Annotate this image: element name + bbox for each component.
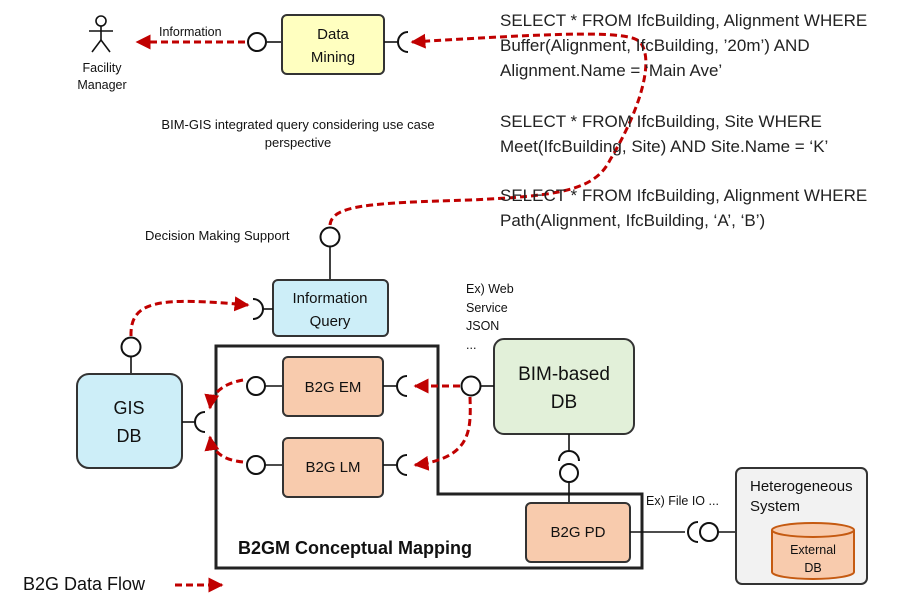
bim-db-box [493, 338, 635, 435]
provided-interface-icon [699, 522, 719, 542]
required-interface-icon [252, 298, 264, 320]
provided-interface-icon [559, 463, 579, 483]
flow-arrow-gis-to-query [129, 296, 250, 337]
flow-arrow-lm-to-gis [204, 435, 244, 464]
b2g-em-label: B2G EM [305, 379, 362, 396]
provided-interface-icon [319, 226, 341, 248]
required-interface-icon [397, 31, 409, 53]
provided-interface-icon [246, 455, 266, 475]
integrated-query-caption-1: BIM-GIS integrated query considering use… [161, 117, 434, 132]
flow-arrow-bim-to-lm [413, 396, 472, 471]
b2g-pd-label: B2G PD [550, 524, 605, 541]
information-query-label-2: Query [310, 313, 351, 330]
heterogeneous-label-1: Heterogeneous [750, 478, 853, 495]
sql-line-6: SELECT * FROM IfcBuilding, Alignment WHE… [500, 186, 867, 205]
data-mining-box [281, 14, 385, 75]
provided-interface-icon [246, 376, 266, 396]
provided-interface-icon [460, 375, 482, 397]
sql-line-7: Path(Alignment, IfcBuilding, ‘A’, ‘B’) [500, 211, 765, 230]
sql-line-1: SELECT * FROM IfcBuilding, Alignment WHE… [500, 11, 867, 30]
actor-label-line2: Manager [77, 78, 126, 92]
required-interface-icon [558, 450, 580, 462]
required-interface-icon [396, 375, 408, 397]
decision-support-label: Decision Making Support [145, 228, 290, 243]
person-icon [89, 15, 113, 53]
sql-line-4: SELECT * FROM IfcBuilding, Site WHERE [500, 112, 822, 131]
gis-db-box [76, 373, 183, 469]
information-label: Information [159, 25, 222, 39]
b2g-lm-box [282, 437, 384, 498]
web-service-label-4: ... [466, 338, 476, 352]
sql-line-3: Alignment.Name = ‘Main Ave’ [500, 61, 722, 80]
legend-label: B2G Data Flow [23, 574, 146, 594]
data-mining-label-2: Mining [311, 49, 355, 66]
required-interface-icon [194, 411, 206, 433]
external-db-label-1: External [790, 543, 836, 557]
web-service-label-3: JSON [466, 319, 499, 333]
sql-line-5: Meet(IfcBuilding, Site) AND Site.Name = … [500, 137, 828, 156]
flow-arrow-em-to-gis [204, 378, 244, 410]
bim-db-label-2: DB [551, 392, 577, 413]
b2g-lm-label: B2G LM [305, 459, 360, 476]
file-io-label: Ex) File IO ... [646, 494, 719, 508]
web-service-label-1: Ex) Web [466, 282, 514, 296]
cylinder-icon [771, 522, 855, 580]
required-interface-icon [687, 521, 699, 543]
flow-arrow-query-to-mining [328, 32, 648, 226]
gis-db-label-1: GIS [113, 398, 144, 418]
gis-db-label-2: DB [116, 426, 141, 446]
data-mining-label-1: Data [317, 26, 349, 43]
provided-interface-icon [247, 32, 267, 52]
sql-line-2: Buffer(Alignment, IfcBuilding, ’20m’) AN… [500, 36, 810, 55]
b2gm-frame [214, 344, 644, 570]
information-query-box [272, 279, 389, 337]
provided-interface-icon [120, 336, 142, 358]
actor-label-line1: Facility [83, 61, 123, 75]
web-service-label-2: Service [466, 301, 508, 315]
integrated-query-caption-2: perspective [265, 135, 331, 150]
b2gm-title: B2GM Conceptual Mapping [238, 538, 472, 558]
required-interface-icon [396, 454, 408, 476]
bim-db-label-1: BIM-based [518, 364, 610, 385]
heterogeneous-label-2: System [750, 498, 800, 515]
information-query-label-1: Information [292, 290, 367, 307]
external-db-label-2: DB [804, 561, 821, 575]
